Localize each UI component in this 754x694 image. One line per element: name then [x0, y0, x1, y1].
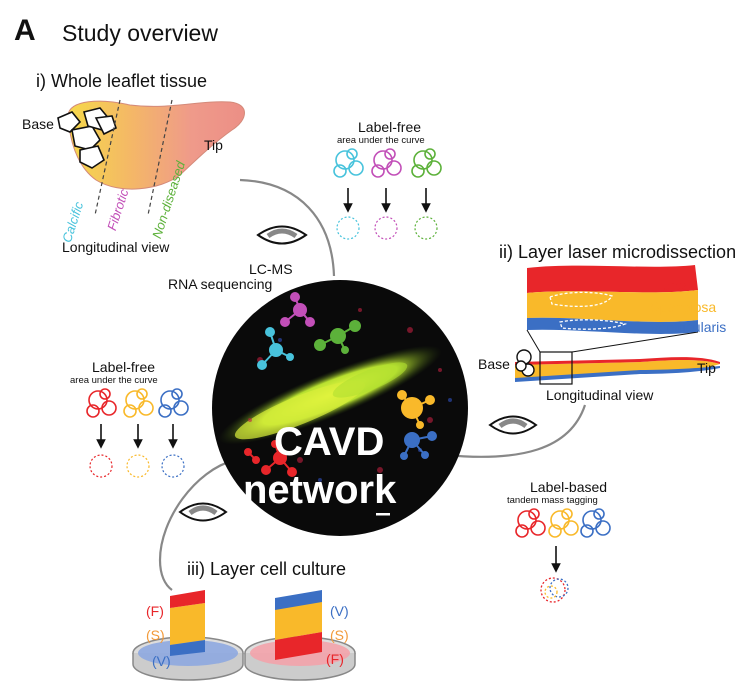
leaflet-base-label: Base — [22, 116, 54, 132]
zoom-box — [539, 351, 573, 385]
method-bottom-right-title: Label-based — [530, 479, 608, 495]
layer-view-label: Longitudinal view — [546, 387, 654, 403]
digested-peptides-top — [336, 216, 438, 240]
method-left-title: Label-free — [92, 359, 156, 375]
cell-culture-dish-right — [244, 590, 356, 681]
dish-left-label-s: (S) — [146, 627, 165, 643]
base-nodules — [515, 349, 535, 377]
method-left-subtitle: area under the curve — [70, 375, 158, 386]
layer-label-ventricularis: Ventricularis — [650, 319, 727, 335]
arc-right — [444, 404, 587, 458]
dish-right-label-v: (V) — [330, 603, 349, 619]
dish-left-label-f: (F) — [146, 603, 164, 619]
panel-title: Study overview — [62, 20, 218, 46]
method-top-subtitle: area under the curve — [337, 135, 425, 146]
calcified-nodule-4 — [79, 145, 105, 169]
protein-blob-calcific — [333, 148, 364, 178]
dish-right-label-s: (S) — [330, 627, 349, 643]
calcified-nodule-5 — [94, 115, 117, 136]
rna-seq-label: RNA sequencing — [168, 276, 273, 292]
section-title-whole-leaflet: i) Whole leaflet tissue — [36, 71, 208, 91]
panel-letter: A — [14, 14, 36, 47]
cell-culture-dish-left — [132, 590, 244, 681]
dish-left-label-v: (V) — [152, 653, 171, 669]
protein-blobs-bottom-right — [515, 508, 611, 538]
lcms-label: LC-MS — [249, 261, 293, 277]
network-graph — [244, 292, 437, 477]
layer-label-fibrosa: Fibrosa — [650, 277, 697, 293]
layer-label-spongiosa: Spongiosa — [650, 299, 717, 315]
eye-icon-top — [256, 225, 308, 245]
protein-blobs-left — [86, 388, 189, 418]
section-title-layer-laser: ii) Layer laser microdissection — [499, 242, 737, 262]
arrows-left — [96, 424, 178, 449]
digested-peptides-left — [89, 454, 185, 478]
pooled-peptides — [540, 577, 569, 603]
method-top-title: Label-free — [358, 119, 422, 135]
protein-blob-nondiseased — [411, 148, 442, 178]
arrows-top — [343, 188, 431, 213]
whole-leaflet-illustration — [57, 99, 245, 216]
method-bottom-right-subtitle: tandem mass tagging — [507, 495, 598, 506]
protein-blobs-top — [333, 148, 442, 178]
section-title-cell-culture: iii) Layer cell culture — [187, 559, 347, 579]
zone-divider-2 — [147, 99, 173, 216]
calcified-nodule-1 — [57, 111, 82, 133]
center-title-network: network — [243, 468, 397, 512]
layer-microdissection-illustration — [515, 265, 720, 385]
leaflet-tip-label: Tip — [204, 137, 223, 153]
arc-left — [158, 458, 236, 591]
dish-right-label-f: (F) — [326, 651, 344, 667]
microscopy-texture — [218, 308, 452, 482]
protein-blob-fibrotic — [371, 148, 402, 178]
layer-base-label: Base — [478, 356, 510, 372]
leaflet-view-label: Longitudinal view — [62, 239, 170, 255]
connector-arcs — [158, 178, 587, 591]
scale-bar — [376, 513, 390, 516]
center-title-cavd: CAVD — [274, 420, 385, 464]
zone-divider-1 — [94, 99, 121, 216]
eye-icon-right — [488, 415, 538, 435]
layer-tip-label: Tip — [697, 360, 716, 376]
cavd-network-image — [212, 280, 468, 536]
eye-icon-left — [178, 502, 228, 522]
arc-top — [239, 178, 336, 277]
